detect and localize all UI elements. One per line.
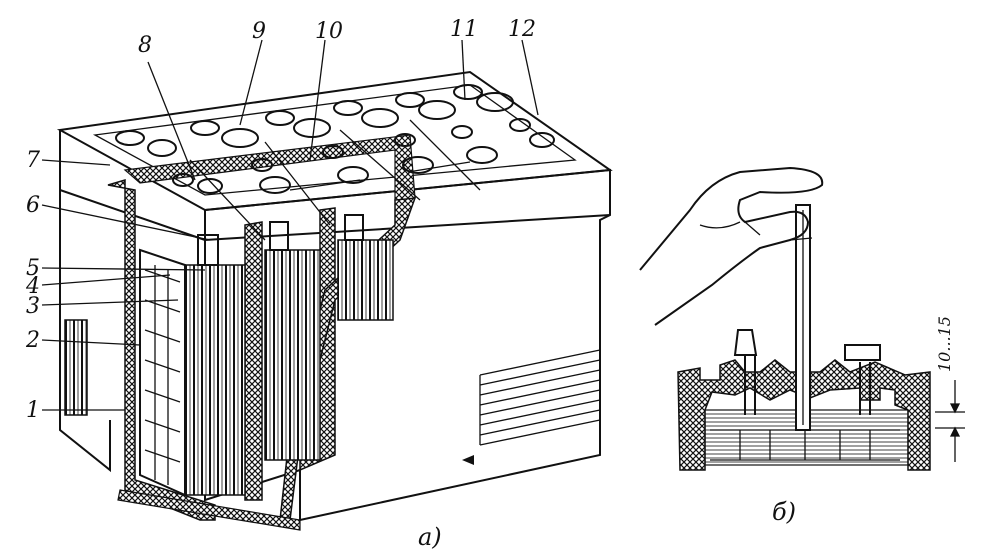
dimension-marker bbox=[935, 380, 965, 462]
callout-3: 3 bbox=[26, 294, 40, 319]
caption-b: б) bbox=[772, 498, 796, 526]
plate-block-3 bbox=[337, 239, 394, 321]
case-cutaway-wall bbox=[107, 178, 216, 521]
callout-7: 7 bbox=[26, 148, 40, 173]
battery-figure bbox=[56, 70, 613, 531]
callout-1: 1 bbox=[26, 398, 40, 423]
callout-12: 12 bbox=[508, 17, 536, 42]
hand bbox=[639, 166, 824, 326]
leader-lines bbox=[41, 39, 539, 411]
callout-labels: 1 2 3 4 5 6 7 8 9 10 11 12 bbox=[25, 17, 536, 423]
front-plate bbox=[139, 248, 186, 497]
callout-9: 9 bbox=[252, 19, 266, 44]
callout-5: 5 bbox=[26, 256, 40, 281]
callout-2: 2 bbox=[25, 328, 40, 353]
callout-6: 6 bbox=[26, 193, 40, 218]
plate-block-1 bbox=[184, 264, 246, 496]
callout-4: 4 bbox=[25, 274, 40, 299]
case-ribs bbox=[479, 349, 601, 446]
dimension-label: 10...15 bbox=[935, 316, 954, 372]
filler-caps bbox=[115, 84, 555, 194]
caption-a: a) bbox=[418, 523, 442, 551]
side-ribs bbox=[64, 319, 88, 416]
level-measurement-figure bbox=[639, 166, 965, 471]
callout-8: 8 bbox=[138, 33, 152, 58]
callout-11: 11 bbox=[450, 17, 478, 42]
plate-block-2 bbox=[264, 249, 321, 461]
callout-10: 10 bbox=[315, 19, 343, 44]
